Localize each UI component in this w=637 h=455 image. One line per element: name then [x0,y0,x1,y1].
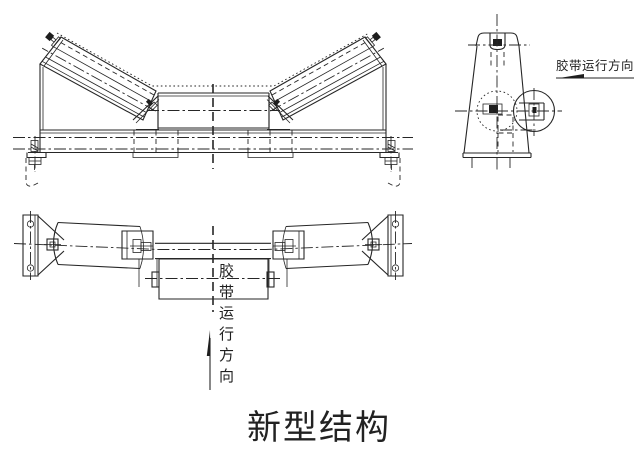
right-wing-end-bolt [364,31,381,48]
right-foot-bolt [384,136,398,172]
plan-view-drawing [13,211,413,390]
left-bracket-bolt [145,98,158,111]
belt-direction-arrow-side [556,74,634,79]
drawing-caption: 新型结构 [247,410,391,447]
side-view-drawing [455,14,634,172]
front-view-drawing [13,31,413,187]
left-foot-bolt [28,136,42,172]
right-bracket-bolt [268,98,281,111]
belt-direction-arrow-plan [206,330,211,390]
belt-direction-label-plan: 胶带运行方向 [217,263,234,389]
left-wing-end-bolt [45,31,62,48]
belt-direction-label-side: 胶带运行方向 [556,59,635,73]
